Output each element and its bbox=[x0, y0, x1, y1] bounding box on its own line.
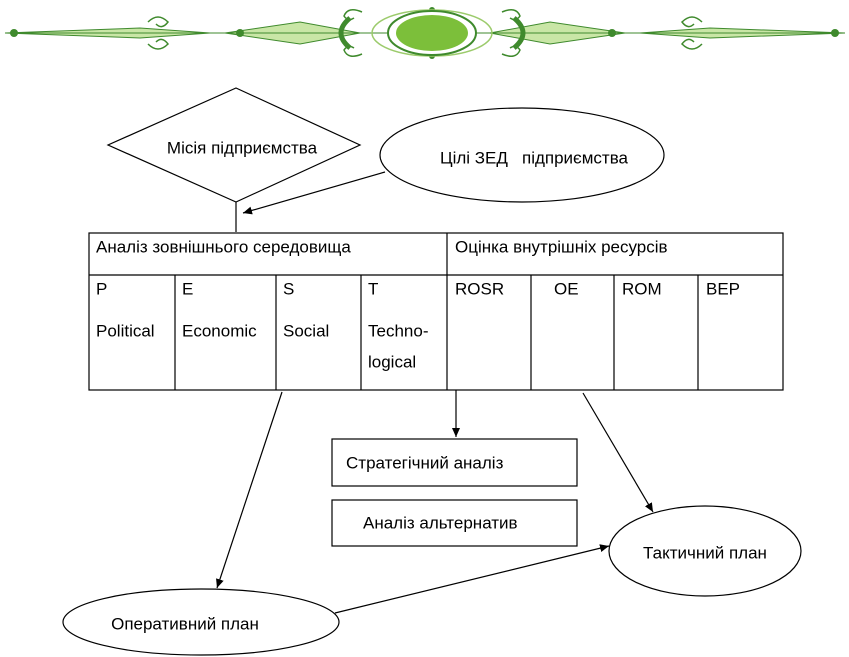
strategic-analysis-label: Стратегічний аналіз bbox=[346, 453, 504, 472]
arrow-to-tactical bbox=[582, 392, 654, 513]
strategic-analysis-box bbox=[331, 438, 578, 487]
col-oe: OE bbox=[554, 279, 579, 298]
col-word-technological-2: logical bbox=[368, 352, 416, 371]
col-letter-s: S bbox=[283, 279, 294, 298]
operational-plan-ellipse bbox=[62, 588, 340, 656]
mission-label: Місія підприємства bbox=[167, 138, 318, 157]
col-rosr: ROSR bbox=[455, 279, 504, 298]
col-word-political: Political bbox=[96, 321, 155, 340]
goals-label-part2: підприємства bbox=[522, 148, 629, 167]
col-letter-p: P bbox=[96, 279, 107, 298]
col-rom: ROM bbox=[622, 279, 662, 298]
col-letter-t: T bbox=[368, 279, 378, 298]
tactical-plan-ellipse bbox=[608, 505, 802, 597]
arrow-to-operational bbox=[216, 391, 283, 589]
analysis-table bbox=[88, 232, 784, 391]
goals-label-part1: Цілі ЗЕД bbox=[440, 148, 508, 167]
col-word-technological-1: Techno- bbox=[368, 321, 428, 340]
col-letter-e: E bbox=[182, 279, 193, 298]
col-word-social: Social bbox=[283, 321, 329, 340]
col-bep: BEP bbox=[706, 279, 740, 298]
alternatives-box bbox=[331, 499, 578, 547]
goals-ellipse bbox=[379, 107, 665, 203]
table-header-internal: Оцінка внутрішніх ресурсів bbox=[455, 237, 668, 256]
header-ornament bbox=[4, 7, 846, 59]
operational-plan-label: Оперативний план bbox=[111, 614, 259, 633]
table-header-external: Аналіз зовнішнього середовища bbox=[96, 237, 351, 256]
arrow-operational-to-tactical bbox=[334, 544, 610, 614]
tactical-plan-label: Тактичний план bbox=[643, 543, 767, 562]
alternatives-label: Аналіз альтернатив bbox=[363, 513, 518, 532]
goals-arrow bbox=[242, 171, 386, 215]
col-word-economic: Economic bbox=[182, 321, 257, 340]
